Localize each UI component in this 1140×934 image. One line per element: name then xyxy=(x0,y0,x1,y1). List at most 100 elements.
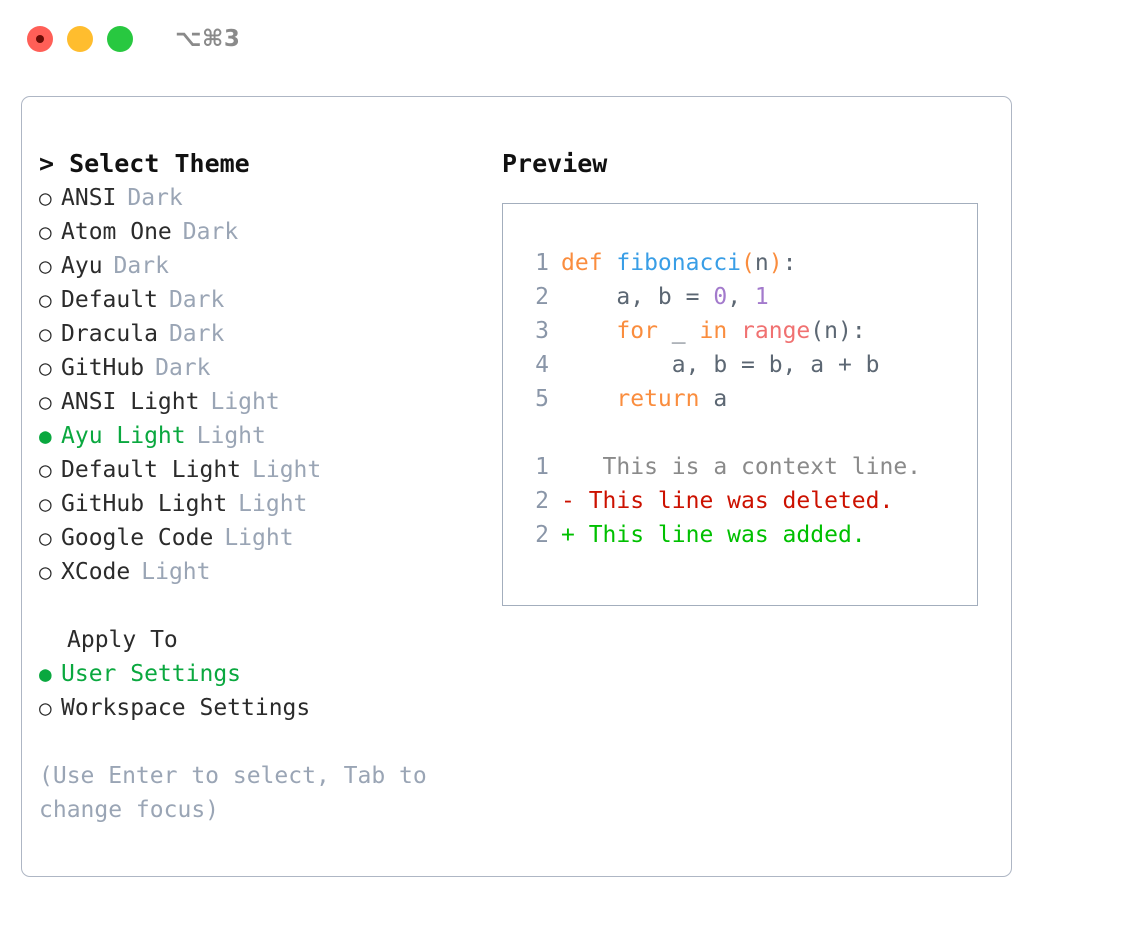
theme-option-label: Google Code xyxy=(61,525,214,551)
radio-selected-icon: ● xyxy=(39,662,52,686)
diff-text: - This line was deleted. xyxy=(561,488,894,514)
apply-to-option[interactable]: ○ Workspace Settings xyxy=(39,691,479,725)
theme-option-tag: Light xyxy=(196,423,266,449)
diff-line: 2 + This line was added. xyxy=(503,518,977,552)
radio-unselected-icon: ○ xyxy=(39,356,52,380)
theme-option-tag: Dark xyxy=(168,287,225,313)
diff-text: + This line was added. xyxy=(561,522,866,548)
keyboard-shortcut-label: ⌥⌘3 xyxy=(175,26,241,52)
theme-option-label: Dracula xyxy=(61,321,158,347)
code-token: a, b = xyxy=(561,284,714,310)
code-token: : xyxy=(782,250,797,276)
close-button-icon[interactable] xyxy=(27,26,53,52)
code-token: ) xyxy=(768,250,783,276)
code-token: return xyxy=(616,386,700,412)
radio-unselected-icon: ○ xyxy=(39,560,52,584)
code-token xyxy=(561,386,616,412)
theme-option-tag: Dark xyxy=(155,355,211,381)
code-token: a xyxy=(699,386,728,412)
code-token: range xyxy=(741,318,811,344)
radio-unselected-icon: ○ xyxy=(39,458,52,482)
theme-option-tag: Light xyxy=(224,525,294,551)
maximize-button-icon[interactable] xyxy=(107,26,133,52)
code-text: a, b = 0, 1 xyxy=(561,280,769,314)
apply-to-list[interactable]: ●User Settings ○ Workspace Settings xyxy=(39,657,479,725)
theme-option-label: Default Light xyxy=(61,457,242,483)
theme-option-tag: Dark xyxy=(113,253,169,279)
code-line: 5 return a xyxy=(503,382,977,416)
theme-option-tag: Light xyxy=(141,559,211,585)
theme-option-label: Ayu xyxy=(61,253,103,279)
line-number: 3 xyxy=(535,318,549,344)
code-line: 4 a, b = b, a + b xyxy=(503,348,977,382)
radio-unselected-icon: ○ xyxy=(39,390,52,414)
theme-option-tag: Dark xyxy=(127,185,183,211)
code-token: n xyxy=(754,250,769,276)
code-token: _ xyxy=(657,318,700,344)
theme-option-tag: Light xyxy=(238,491,308,517)
theme-option[interactable]: ○ Default Light Light xyxy=(39,453,479,487)
apply-to-title: Apply To xyxy=(67,627,178,653)
code-token: 1 xyxy=(754,284,769,310)
code-token: ( xyxy=(741,250,755,276)
diff-line: 2 - This line was deleted. xyxy=(503,484,977,518)
minimize-button-icon[interactable] xyxy=(67,26,93,52)
code-token: for xyxy=(616,318,658,344)
code-line: 3 for _ in range(n): xyxy=(503,314,977,348)
code-token: , xyxy=(727,284,755,310)
theme-option-tag: Dark xyxy=(168,321,225,347)
line-number: 2 xyxy=(535,488,549,514)
title-bar: ⌥⌘3 xyxy=(0,0,1140,78)
code-token: 0 xyxy=(713,284,728,310)
code-token: in xyxy=(699,318,728,344)
theme-option-label: XCode xyxy=(61,559,131,585)
theme-option-label: GitHub xyxy=(61,355,145,381)
radio-unselected-icon: ○ xyxy=(39,492,52,516)
theme-option-tag: Dark xyxy=(182,219,239,245)
theme-option[interactable]: ○ GitHub Dark xyxy=(39,351,479,385)
apply-to-option[interactable]: ●User Settings xyxy=(39,657,479,691)
theme-option[interactable]: ○ Google Code Light xyxy=(39,521,479,555)
radio-unselected-icon: ○ xyxy=(39,526,52,550)
theme-option-label: ANSI Light xyxy=(61,389,200,415)
window-controls xyxy=(27,26,133,52)
spacer xyxy=(503,416,977,450)
line-number: 2 xyxy=(535,522,549,548)
radio-unselected-icon: ○ xyxy=(39,220,52,244)
apply-to-option-label: Workspace Settings xyxy=(61,695,311,721)
code-text: a, b = b, a + b xyxy=(561,348,880,382)
code-token: def xyxy=(561,250,617,276)
theme-option-label: GitHub Light xyxy=(61,491,228,517)
code-text: for _ in range(n): xyxy=(561,314,866,348)
theme-list-header: > Select Theme xyxy=(39,149,250,178)
radio-unselected-icon: ○ xyxy=(39,186,52,210)
line-number: 5 xyxy=(535,386,549,412)
code-text: def fibonacci(n): xyxy=(561,246,796,280)
code-line: 2 a, b = 0, 1 xyxy=(503,280,977,314)
line-number: 2 xyxy=(535,284,549,310)
theme-option-label: Ayu Light xyxy=(61,423,186,449)
theme-option-label: Default xyxy=(61,287,158,313)
theme-option[interactable]: ○ XCode Light xyxy=(39,555,479,589)
code-token: (n): xyxy=(810,318,866,344)
code-text: return a xyxy=(561,382,727,416)
radio-unselected-icon: ○ xyxy=(39,696,52,720)
theme-option-tag: Light xyxy=(252,457,322,483)
code-token: fibonacci xyxy=(616,250,742,276)
diff-line: 1 This is a context line. xyxy=(503,450,977,484)
theme-option[interactable]: ○ GitHub Light Light xyxy=(39,487,479,521)
line-number: 1 xyxy=(535,454,549,480)
